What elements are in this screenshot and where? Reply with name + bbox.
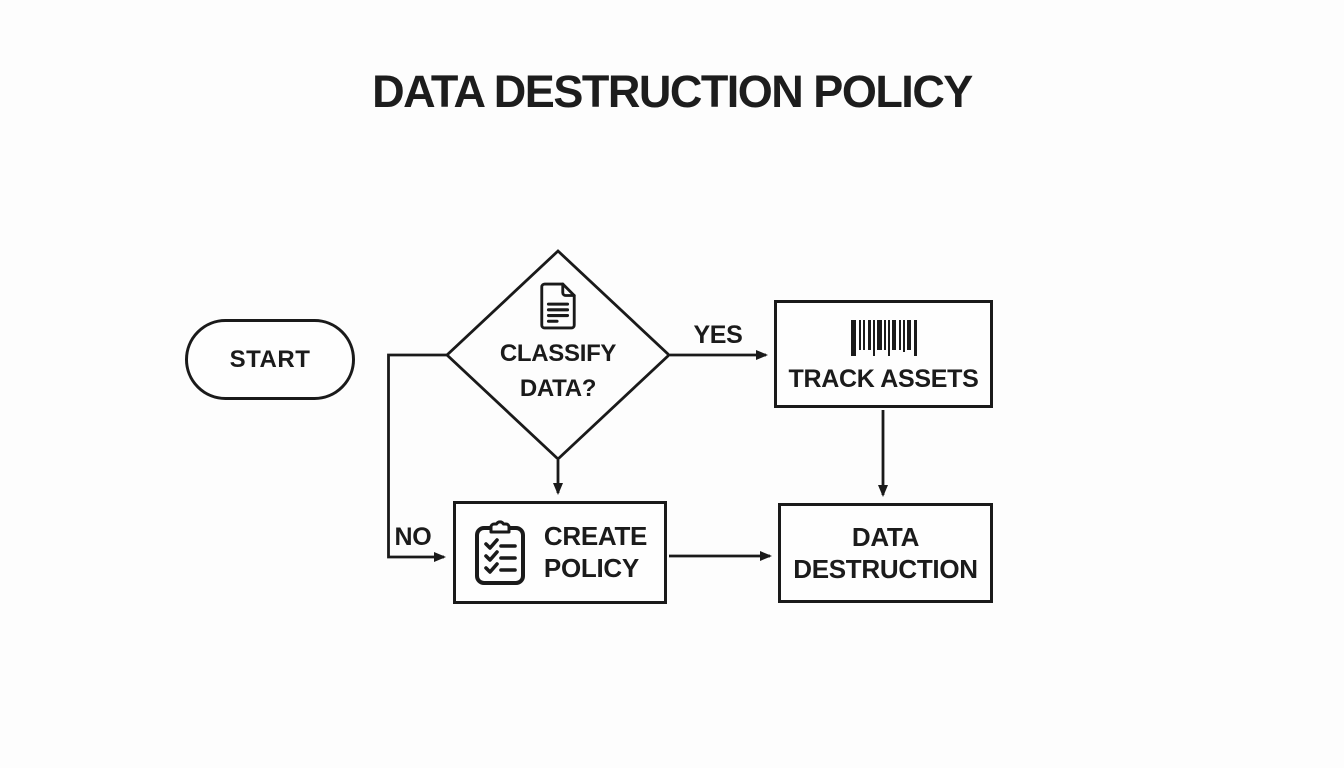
node-classify-data-line2: DATA? [519, 374, 597, 402]
clipboard-checklist-icon [474, 519, 525, 585]
node-create-policy-label: CREATE POLICY [544, 521, 647, 584]
node-create-policy-line2: POLICY [543, 552, 639, 583]
node-track-assets-label: TRACK ASSETS [788, 365, 979, 393]
diagram-title: DATA DESTRUCTION POLICY [372, 66, 973, 117]
document-icon [540, 282, 576, 330]
node-classify-data: CLASSIFY DATA? [468, 281, 648, 433]
node-data-destruction-label: DATA DESTRUCTION [793, 521, 978, 586]
edge-label-yes: YES [693, 321, 743, 349]
node-classify-data-line1: CLASSIFY [499, 340, 617, 367]
edge-label-no: NO [394, 523, 432, 551]
node-start-label: START [229, 345, 311, 373]
node-start: START [185, 319, 355, 400]
node-data-destruction-line1: DATA [851, 521, 920, 552]
node-data-destruction-line2: DESTRUCTION [793, 554, 978, 584]
barcode-icon [850, 320, 917, 356]
node-create-policy-line1: CREATE [543, 520, 648, 551]
node-data-destruction: DATA DESTRUCTION [778, 503, 993, 603]
node-track-assets: TRACK ASSETS [774, 300, 993, 408]
node-classify-data-label: CLASSIFY DATA? [499, 337, 617, 407]
node-create-policy: CREATE POLICY [453, 501, 667, 604]
